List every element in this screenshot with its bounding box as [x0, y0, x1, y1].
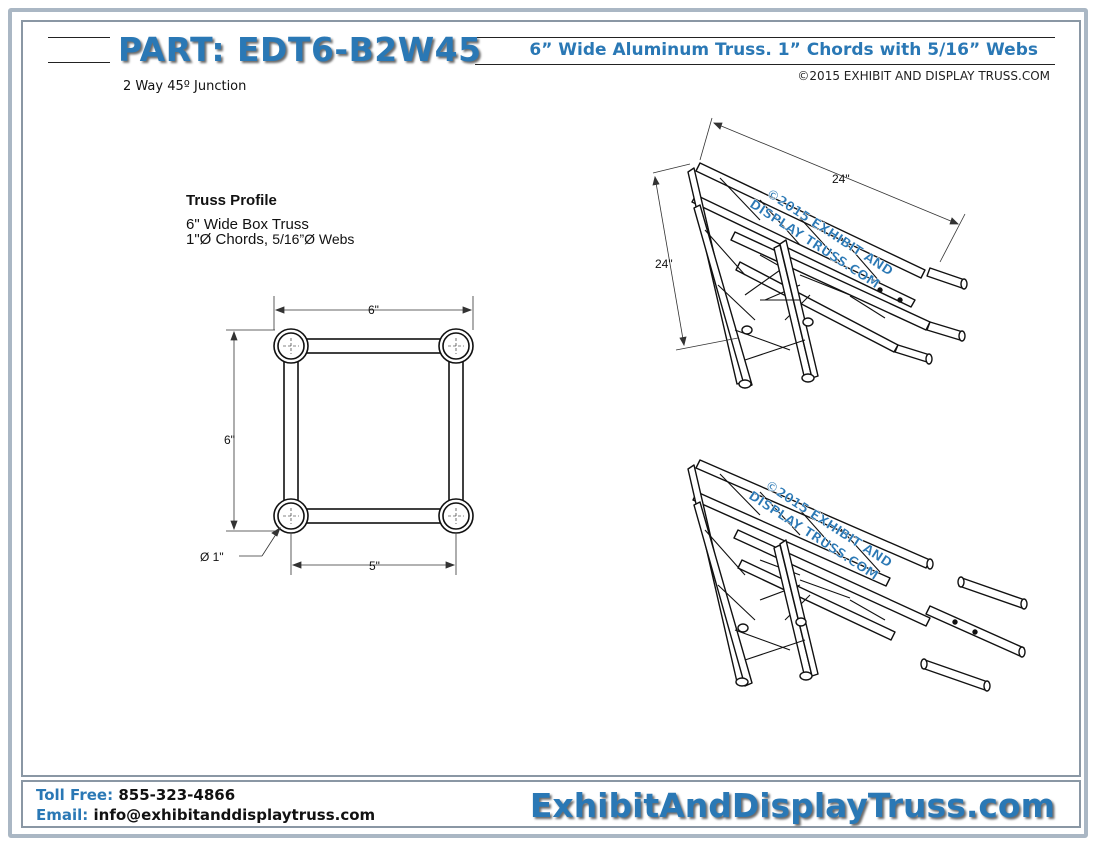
footer-email: Email: info@exhibitanddisplaytruss.com	[36, 806, 375, 824]
title-rule	[48, 62, 110, 63]
email-address[interactable]: info@exhibitanddisplaytruss.com	[93, 806, 376, 824]
profile-spec-width: 6" Wide Box Truss	[186, 216, 309, 233]
footer-phone: Toll Free: 855-323-4866	[36, 786, 235, 804]
title-rule	[48, 37, 110, 38]
dim-profile-chord-spacing: 5"	[369, 559, 380, 573]
iso-view-assembled	[687, 162, 968, 389]
footer-box	[21, 780, 1081, 828]
inner-frame	[21, 20, 1081, 777]
dim-iso-length: 24"	[832, 172, 850, 186]
dim-profile-width: 6"	[368, 303, 379, 317]
phone-label: Toll Free:	[36, 786, 114, 804]
part-title: PART: EDT6-B2W45	[118, 30, 482, 69]
chord-circle	[438, 498, 474, 534]
brand-website[interactable]: ExhibitAndDisplayTruss.com	[529, 786, 1055, 825]
profile-spec-tubes: 1"Ø Chords, 5/16”Ø Webs	[186, 231, 354, 248]
chord-circle	[438, 328, 474, 364]
profile-dimensions	[226, 296, 474, 575]
title-rule	[475, 64, 1055, 65]
profile-spec-webs: 5/16”Ø Webs	[272, 231, 355, 247]
part-subtitle: 6” Wide Aluminum Truss. 1” Chords with 5…	[529, 40, 1038, 60]
part-description: 2 Way 45º Junction	[123, 79, 247, 94]
title-rule	[475, 37, 1055, 38]
dim-chord-diameter: Ø 1"	[200, 550, 224, 564]
outer-frame	[8, 8, 1088, 838]
phone-number[interactable]: 855-323-4866	[118, 786, 236, 804]
chord-circle	[273, 328, 309, 364]
copyright-notice: ©2015 EXHIBIT AND DISPLAY TRUSS.COM	[797, 69, 1050, 83]
truss-profile-section	[273, 328, 474, 534]
email-label: Email:	[36, 806, 89, 824]
profile-spec-chords: 1"Ø Chords,	[186, 231, 273, 248]
chord-circle	[273, 498, 309, 534]
profile-title: Truss Profile	[186, 192, 277, 209]
iso-dimensions	[652, 117, 966, 351]
dim-profile-height: 6"	[224, 433, 235, 447]
dim-iso-height: 24"	[655, 257, 673, 271]
iso-view-exploded	[687, 459, 1028, 692]
